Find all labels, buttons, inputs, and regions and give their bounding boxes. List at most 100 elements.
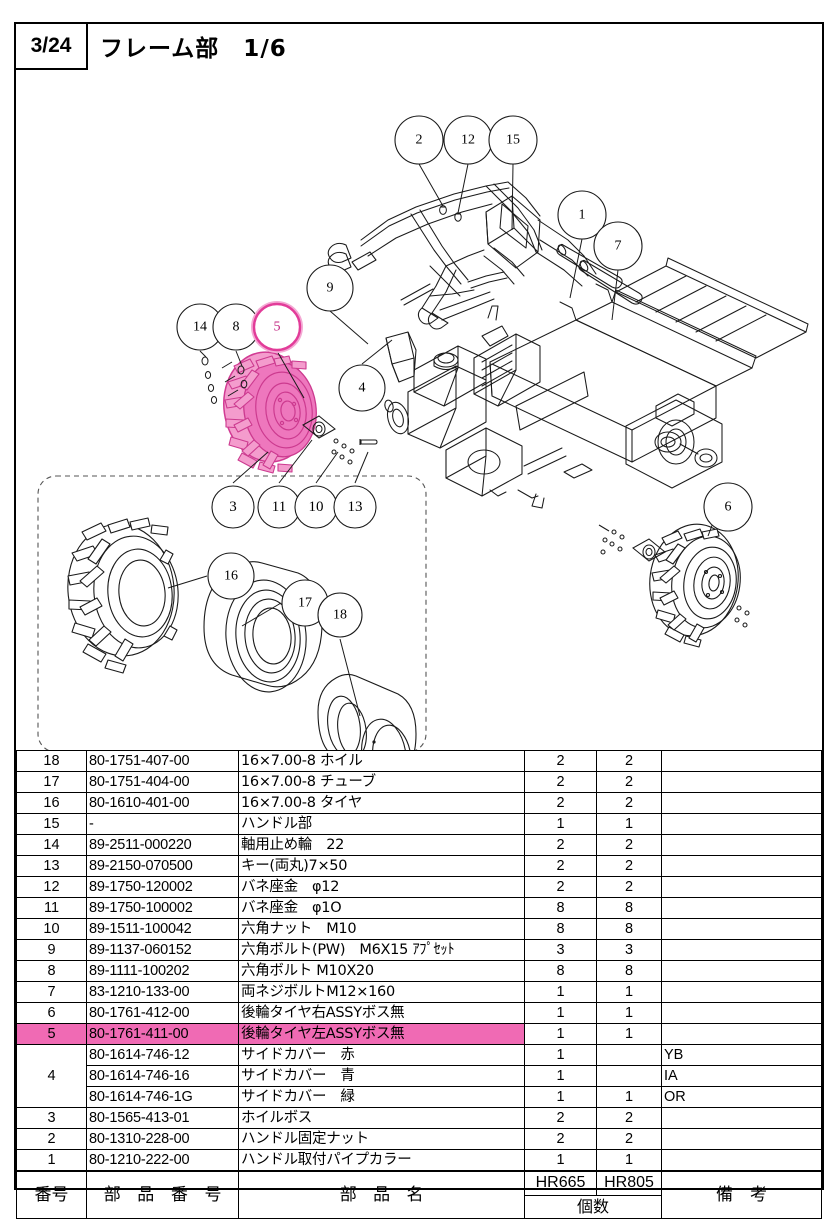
svg-text:4: 4 — [359, 381, 366, 396]
row-part-number: 80-1761-412-00 — [86, 1002, 239, 1024]
row-part-number: 80-1751-407-00 — [86, 750, 239, 772]
row-qty-hr665: 1 — [524, 1065, 597, 1087]
table-row[interactable]: 4 80-1614-746-12 サイドカバー 赤 1 YB — [16, 1044, 822, 1108]
row-part-name: 後輪タイヤ右ASSYボス無 — [238, 1002, 525, 1024]
row-number: 2 — [16, 1128, 87, 1150]
table-row[interactable]: 80-1614-746-16 サイドカバー 青 1 IA — [17, 1065, 822, 1087]
svg-text:7: 7 — [615, 239, 622, 254]
row-qty-hr805 — [596, 1065, 662, 1087]
table-row[interactable]: 2 80-1310-228-00 ハンドル固定ナット 2 2 — [16, 1128, 822, 1150]
row-part-name: 両ネジボルトM12×160 — [238, 981, 525, 1003]
row-qty-hr665: 2 — [524, 876, 597, 898]
svg-text:16: 16 — [224, 569, 238, 584]
row-qty-hr665: 2 — [524, 1128, 597, 1150]
row-qty-hr805: 2 — [596, 792, 662, 814]
row-part-name: ホイルボス — [238, 1107, 525, 1129]
row-qty-hr805 — [596, 1044, 662, 1066]
row-part-name: ハンドル固定ナット — [238, 1128, 525, 1150]
row-qty-hr805: 2 — [596, 750, 662, 772]
row-part-name: キー(両丸)7×50 — [238, 855, 525, 877]
svg-text:8: 8 — [233, 320, 240, 335]
pipe-collar-parts — [556, 243, 643, 305]
row-part-name: 16×7.00-8 ホイル — [238, 750, 525, 772]
table-row[interactable]: 13 89-2150-070500 キー(両丸)7×50 2 2 — [16, 855, 822, 877]
table-row[interactable]: 12 89-1750-120002 バネ座金 φ12 2 2 — [16, 876, 822, 898]
row-part-number: 80-1210-222-00 — [86, 1149, 239, 1172]
table-row[interactable]: 16 80-1610-401-00 16×7.00-8 タイヤ 2 2 — [16, 792, 822, 814]
row-part-number: 80-1310-228-00 — [86, 1128, 239, 1150]
table-row[interactable]: 17 80-1751-404-00 16×7.00-8 チューブ 2 2 — [16, 771, 822, 793]
callout-leaders — [167, 163, 729, 717]
row-part-name: 六角ボルト M10X20 — [238, 960, 525, 982]
row-remark — [661, 1149, 822, 1172]
row-part-name: 16×7.00-8 チューブ — [238, 771, 525, 793]
row-qty-hr805: 3 — [596, 939, 662, 961]
row-qty-hr665: 2 — [524, 792, 597, 814]
svg-text:2: 2 — [416, 133, 423, 148]
row-qty-hr805: 8 — [596, 897, 662, 919]
row-part-number: 83-1210-133-00 — [86, 981, 239, 1003]
row-remark — [661, 1002, 822, 1024]
inset-detail-box — [37, 475, 427, 750]
row-number: 12 — [16, 876, 87, 898]
row-qty-hr805: 8 — [596, 918, 662, 940]
row-part-name: バネ座金 φ12 — [238, 876, 525, 898]
row-number: 13 — [16, 855, 87, 877]
table-row[interactable]: 14 89-2511-000220 軸用止め輪 22 2 2 — [16, 834, 822, 856]
row-remark: IA — [661, 1065, 822, 1087]
row-number: 7 — [16, 981, 87, 1003]
row-remark — [661, 960, 822, 982]
row-qty-hr805: 2 — [596, 1107, 662, 1129]
footer-label-hr665: HR665 — [526, 1172, 597, 1195]
row-number: 10 — [16, 918, 87, 940]
row-part-number: 80-1610-401-00 — [86, 792, 239, 814]
row-part-name: ハンドル取付パイプカラー — [238, 1149, 525, 1172]
footer-label-part-name: 部 品 名 — [238, 1170, 525, 1219]
table-row[interactable]: 1 80-1210-222-00 ハンドル取付パイプカラー 1 1 — [16, 1149, 822, 1172]
row-part-number: 89-1111-100202 — [86, 960, 239, 982]
page-header: 3/24 フレーム部 1/6 — [16, 24, 822, 70]
table-row[interactable]: 80-1614-746-1G サイドカバー 緑 1 1 OR — [17, 1086, 822, 1108]
table-row[interactable]: 18 80-1751-407-00 16×7.00-8 ホイル 2 2 — [16, 750, 822, 772]
row-qty-hr805: 2 — [596, 876, 662, 898]
row-number: 1 — [16, 1149, 87, 1172]
row-qty-hr665: 3 — [524, 939, 597, 961]
exploded-parts-diagram: 2 12 15 1 7 9 14 8 5 4 3 11 10 13 — [16, 70, 822, 750]
row-qty-hr665: 1 — [524, 981, 597, 1003]
row-qty-hr665: 1 — [524, 1086, 597, 1108]
row-number: 14 — [16, 834, 87, 856]
row-remark — [661, 834, 822, 856]
row-part-name: ハンドル部 — [238, 813, 525, 835]
table-row[interactable]: 7 83-1210-133-00 両ネジボルトM12×160 1 1 — [16, 981, 822, 1003]
row-qty-hr805: 1 — [596, 1086, 662, 1108]
table-row[interactable]: 6 80-1761-412-00 後輪タイヤ右ASSYボス無 1 1 — [16, 1002, 822, 1024]
row-qty-hr665: 8 — [524, 960, 597, 982]
row-part-number: 80-1614-746-1G — [86, 1086, 239, 1108]
table-row[interactable]: 10 89-1511-100042 六角ナット M10 8 8 — [16, 918, 822, 940]
row-part-number: 80-1565-413-01 — [86, 1107, 239, 1129]
row-part-name: 六角ボルト(PW) M6X15 ｱﾌﾟｾｯﾄ — [238, 939, 525, 961]
row-remark — [661, 981, 822, 1003]
svg-text:1: 1 — [579, 208, 586, 223]
row-part-number: 89-1511-100042 — [86, 918, 239, 940]
table-row-highlighted[interactable]: 5 80-1761-411-00 後輪タイヤ左ASSYボス無 1 1 — [16, 1023, 822, 1045]
table-row[interactable]: 11 89-1750-100002 バネ座金 φ1O 8 8 — [16, 897, 822, 919]
table-row[interactable]: 8 89-1111-100202 六角ボルト M10X20 8 8 — [16, 960, 822, 982]
svg-text:17: 17 — [298, 596, 312, 611]
footer-label-number: 番号 — [16, 1170, 87, 1219]
row-part-name: 後輪タイヤ左ASSYボス無 — [238, 1023, 525, 1045]
row-part-number: 89-1137-060152 — [86, 939, 239, 961]
inset-rim — [317, 673, 417, 750]
row-part-number: 89-1750-100002 — [86, 897, 239, 919]
table-row[interactable]: 3 80-1565-413-01 ホイルボス 2 2 — [16, 1107, 822, 1129]
footer-label-remark: 備 考 — [661, 1170, 822, 1219]
row-qty-hr665: 2 — [524, 1107, 597, 1129]
row-qty-hr665: 1 — [524, 1149, 597, 1172]
row-number: 11 — [16, 897, 87, 919]
table-row[interactable]: 15 - ハンドル部 1 1 — [16, 813, 822, 835]
svg-text:10: 10 — [309, 499, 324, 515]
svg-text:15: 15 — [506, 133, 520, 148]
table-row[interactable]: 9 89-1137-060152 六角ボルト(PW) M6X15 ｱﾌﾟｾｯﾄ … — [16, 939, 822, 961]
row-qty-hr665: 2 — [524, 750, 597, 772]
table-footer-header: 番号 部 品 番 号 部 品 名 HR665 HR805 個数 備 考 — [16, 1170, 822, 1219]
